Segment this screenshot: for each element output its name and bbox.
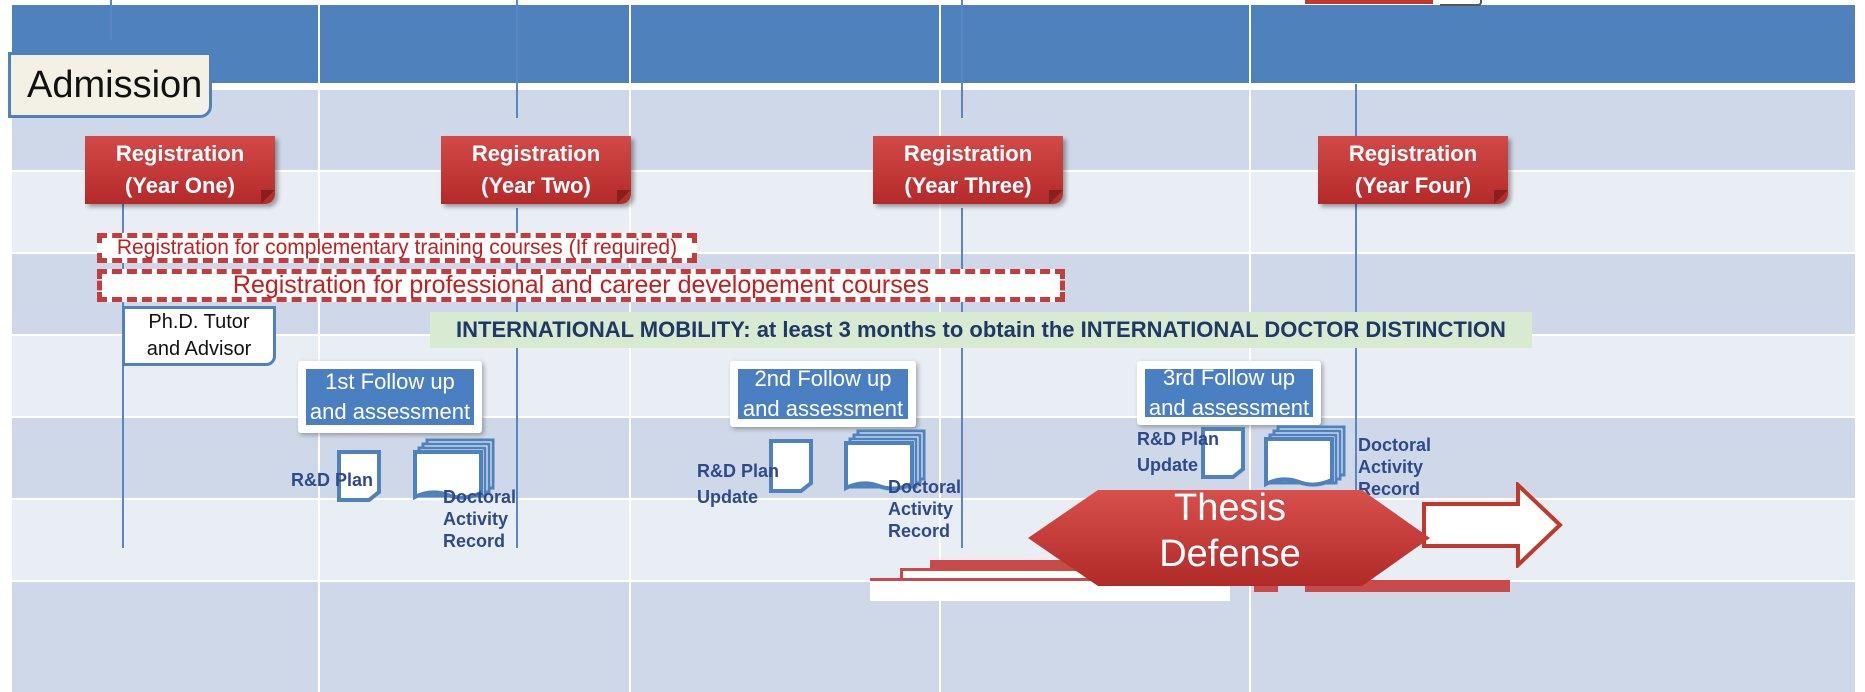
rd-plan-update-label: R&D Plan Update — [1137, 426, 1219, 478]
timeline-line — [122, 200, 124, 548]
registration-label: Registration — [1348, 141, 1478, 166]
doctoral-record-label: Doctoral Activity Record — [1358, 434, 1431, 500]
registration-year: (Year One) — [124, 173, 236, 198]
record-line: Record — [1358, 479, 1421, 499]
record-line: Doctoral — [443, 487, 517, 507]
rd-update-line: R&D Plan — [1137, 429, 1220, 449]
professional-courses-label: Registration for professional and career… — [232, 271, 930, 299]
registration-year-four: Registration (Year Four) — [1318, 136, 1508, 204]
thesis-hexagon — [1028, 490, 1430, 586]
timeline-line — [961, 208, 963, 548]
record-line: Doctoral — [1358, 435, 1432, 455]
timeline-line — [961, 0, 963, 118]
international-mobility-banner: INTERNATIONAL MOBILITY: at least 3 month… — [430, 312, 1532, 348]
complementary-courses-bar: Registration for complementary training … — [97, 233, 697, 263]
timeline-line — [1355, 84, 1357, 494]
followup-line: and assessment — [742, 396, 904, 421]
admission-label: Admission — [27, 63, 203, 106]
registration-year-two: Registration (Year Two) — [441, 136, 631, 204]
followup-line: 2nd Follow up — [754, 366, 892, 391]
cropped-red-bar — [1305, 0, 1433, 4]
record-line: Record — [443, 531, 506, 551]
record-line: Activity — [888, 499, 954, 519]
record-line: Activity — [443, 509, 509, 529]
arrow-right-icon — [1422, 482, 1563, 568]
rd-plan-text: R&D Plan — [291, 470, 374, 490]
record-line: Record — [888, 521, 951, 541]
tutor-advisor-box: Ph.D. Tutor and Advisor — [122, 306, 276, 366]
rd-update-line: R&D Plan — [697, 461, 780, 481]
rd-update-line: Update — [1137, 455, 1199, 475]
tutor-line: Ph.D. Tutor — [148, 311, 250, 333]
registration-label: Registration — [115, 141, 245, 166]
doctoral-record-label: Doctoral Activity Record — [888, 476, 961, 542]
registration-year: (Year Four) — [1354, 173, 1472, 198]
document-icon — [1200, 426, 1246, 480]
timeline-line — [110, 0, 112, 40]
document-stack-icon — [1264, 424, 1348, 490]
thesis-line: Thesis — [1174, 487, 1286, 529]
rd-plan-label: R&D Plan — [291, 467, 373, 493]
tutor-line: and Advisor — [146, 338, 252, 360]
document-stack-icon — [844, 428, 928, 494]
complementary-courses-label: Registration for complementary training … — [116, 236, 678, 259]
registration-year-one: Registration (Year One) — [85, 136, 275, 204]
cropped-shape — [1440, 0, 1482, 6]
followup-line: and assessment — [309, 399, 471, 424]
registration-year-three: Registration (Year Three) — [873, 136, 1063, 204]
registration-label: Registration — [471, 141, 601, 166]
grid-divider — [318, 0, 320, 692]
professional-courses-bar: Registration for professional and career… — [97, 269, 1065, 302]
admission-box: Admission — [8, 52, 212, 118]
followup-line: 1st Follow up — [325, 369, 455, 394]
document-icon — [768, 438, 814, 494]
rd-update-line: Update — [697, 487, 759, 507]
registration-year: (Year Three) — [904, 173, 1032, 198]
mobility-text: INTERNATIONAL MOBILITY: at least 3 month… — [456, 317, 1506, 342]
followup-2: 2nd Follow up and assessment — [730, 361, 916, 427]
followup-3: 3rd Follow up and assessment — [1137, 361, 1321, 425]
followup-1: 1st Follow up and assessment — [298, 361, 482, 433]
followup-line: and assessment — [1148, 395, 1310, 420]
timeline-line — [516, 0, 518, 118]
header-band — [12, 5, 1855, 83]
record-line: Activity — [1358, 457, 1424, 477]
band-row — [12, 336, 1855, 416]
document-icon — [336, 449, 382, 503]
rd-plan-update-label: R&D Plan Update — [697, 458, 779, 510]
registration-label: Registration — [903, 141, 1033, 166]
thesis-defense-label: Thesis Defense — [1098, 486, 1362, 576]
record-line: Doctoral — [888, 477, 962, 497]
timeline-line — [516, 208, 518, 548]
followup-line: 3rd Follow up — [1162, 365, 1296, 390]
doctoral-record-label: Doctoral Activity Record — [443, 486, 516, 552]
document-stack-icon — [413, 437, 497, 503]
thesis-line: Defense — [1159, 533, 1301, 575]
registration-year: (Year Two) — [481, 173, 591, 198]
